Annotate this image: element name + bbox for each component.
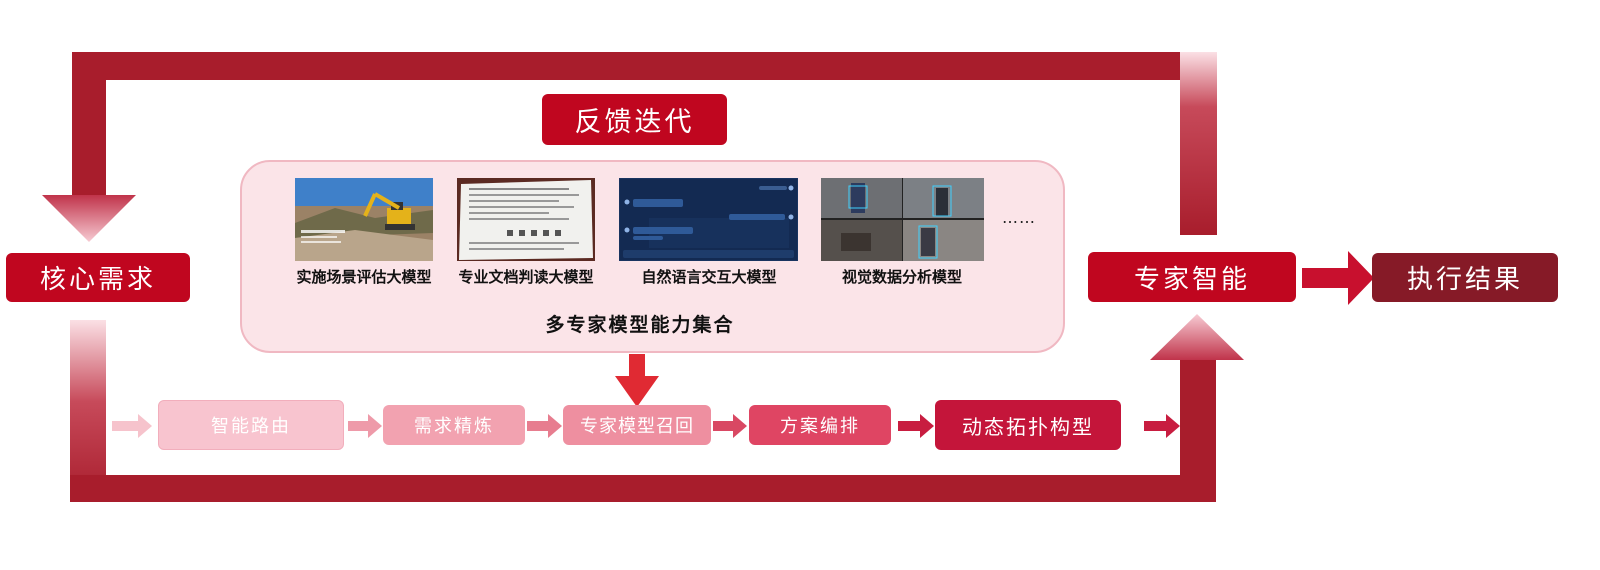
surveillance-camera-icon: [821, 178, 984, 261]
down-arrowhead: [615, 376, 659, 407]
model-label-document-reading: 专业文档判读大模型: [458, 268, 594, 286]
pipeline-arrow-4: [713, 414, 747, 438]
pipeline-arrow-1: [112, 414, 152, 438]
core-demand-box: 核心需求: [6, 253, 190, 302]
expert-intelligence-box: 专家智能: [1088, 252, 1296, 302]
document-photo-icon: [457, 178, 595, 261]
pipeline-arrowhead-up: [1150, 314, 1244, 360]
execution-result-box: 执行结果: [1372, 253, 1558, 302]
model-label-visual-analysis: 视觉数据分析模型: [841, 268, 962, 286]
capability-set-title: 多专家模型能力集合: [545, 314, 735, 336]
pipeline-arrow-2: [348, 414, 382, 438]
model-label-scene-assessment: 实施场景评估大模型: [296, 268, 432, 286]
down-arrow-shaft: [629, 354, 645, 376]
feedback-loop-left-vertical: [72, 52, 106, 197]
step-plan-orchestration: 方案编排: [749, 405, 891, 445]
more-models-ellipsis: ……: [1002, 208, 1036, 227]
pipeline-arrow-5: [898, 414, 934, 438]
excavator-photo-icon: [295, 178, 433, 261]
pipeline-loop-left-vertical: [70, 320, 106, 502]
chat-interface-icon: [619, 178, 798, 261]
pipeline-loop-bottom-bar: [70, 475, 1216, 502]
step-dynamic-topology: 动态拓扑构型: [935, 400, 1121, 450]
pipeline-arrow-3: [527, 414, 562, 438]
result-arrow: [1302, 251, 1374, 305]
model-label-language-interaction: 自然语言交互大模型: [641, 268, 777, 286]
pipeline-loop-right-vertical: [1180, 358, 1216, 502]
feedback-arrowhead-down: [42, 195, 136, 242]
feedback-loop-top-bar: [72, 52, 1217, 80]
step-demand-refinement: 需求精炼: [383, 405, 525, 445]
step-expert-model-recall: 专家模型召回: [563, 405, 711, 445]
feedback-iteration-label: 反馈迭代: [542, 94, 727, 145]
pipeline-arrow-6: [1144, 414, 1180, 438]
step-intelligent-routing: 智能路由: [158, 400, 344, 450]
feedback-loop-right-vertical: [1180, 52, 1217, 235]
